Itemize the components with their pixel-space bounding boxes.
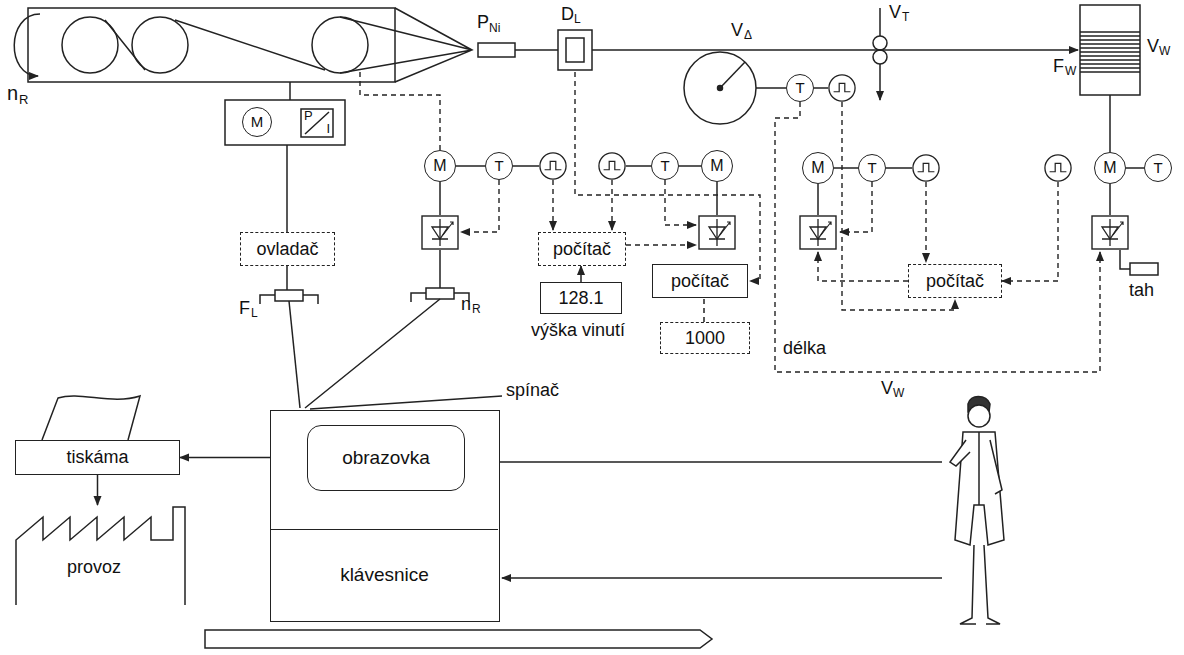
tacho-circle: T — [1144, 154, 1172, 182]
node-text: obrazovka — [342, 447, 430, 469]
symbol-letter: T — [494, 157, 503, 174]
signal-label: n — [460, 294, 472, 315]
factory-shape: provoz — [15, 505, 190, 605]
computer-box: počítač — [652, 264, 748, 298]
screen-box: obrazovka — [307, 425, 465, 491]
node-text: 1000 — [685, 328, 725, 349]
tacho-circle: T — [651, 152, 679, 180]
printer-box: tiskáma — [15, 440, 180, 475]
signal-label: V — [888, 2, 902, 23]
signal-label: V — [880, 378, 894, 399]
tacho-circle: T — [786, 74, 814, 102]
subscript-label: Ni — [488, 22, 501, 36]
symbol-letter: T — [660, 157, 669, 174]
node-text: P — [304, 109, 313, 124]
signal-label: spínač — [505, 380, 560, 401]
signal-label: F — [238, 298, 251, 319]
subscript-label: Δ — [743, 29, 753, 43]
node-text: I — [326, 122, 330, 137]
connector-line — [679, 165, 701, 167]
display-box: 128.1 — [540, 282, 622, 314]
display-box: 1000 — [660, 322, 750, 354]
factory-outline — [15, 505, 190, 605]
node-text: počítač — [671, 271, 729, 292]
connector-line — [703, 298, 705, 322]
subscript-label: L — [573, 13, 582, 27]
symbol-letter: M — [433, 157, 446, 175]
terminal-box: obrazovka klávesnice — [270, 410, 500, 622]
motor-circle: M — [1094, 152, 1126, 184]
motor-circle: M — [701, 150, 733, 182]
signal-label: výška vinutí — [530, 320, 626, 341]
symbol-letter: T — [795, 79, 804, 96]
pi-controller-box: PI — [300, 108, 334, 138]
signal-label: tah — [1128, 280, 1155, 301]
signal-label: n — [6, 82, 19, 105]
keyboard-area: klávesnice — [271, 529, 498, 620]
signal-label: V — [1146, 36, 1160, 57]
node-text: počítač — [926, 271, 984, 292]
connector-line — [580, 266, 582, 282]
subscript-label: R — [18, 93, 29, 108]
symbol-letter: M — [1103, 159, 1116, 177]
signal-label: P — [476, 12, 490, 33]
symbol-letter: T — [1153, 159, 1162, 176]
signal-label: V — [730, 20, 744, 41]
motor-circle: M — [802, 152, 834, 184]
subscript-label: W — [1158, 45, 1171, 59]
subscript-label: W — [1064, 65, 1077, 79]
symbol-letter: M — [251, 113, 264, 130]
subscript-label: R — [471, 303, 482, 317]
node-text: počítač — [553, 239, 611, 260]
signal-label: F — [1052, 56, 1065, 77]
node-text: tiskáma — [66, 447, 128, 468]
signal-label: D — [560, 4, 575, 25]
motor-circle: M — [242, 107, 272, 137]
node-text: klávesnice — [340, 564, 429, 586]
connector-line — [180, 457, 270, 459]
computer-box: počítač — [908, 264, 1002, 298]
symbol-letter: T — [867, 159, 876, 176]
motor-circle: M — [424, 150, 456, 182]
subscript-label: T — [901, 11, 910, 25]
subscript-label: W — [892, 387, 905, 401]
signal-label: délka — [782, 338, 827, 359]
node-text: ovladač — [256, 239, 318, 260]
tacho-circle: T — [858, 154, 886, 182]
symbol-letter: M — [710, 157, 723, 175]
computer-box: počítač — [538, 232, 626, 266]
subscript-label: L — [250, 307, 259, 321]
node-text: provoz — [15, 557, 173, 578]
connector-line — [97, 475, 99, 505]
controller-box: ovladač — [240, 232, 335, 266]
tacho-circle: T — [485, 152, 513, 180]
symbol-letter: M — [811, 159, 824, 177]
node-text: 128.1 — [558, 288, 603, 309]
connector-line — [834, 167, 858, 169]
connector-line — [1126, 167, 1144, 169]
connector-line — [456, 165, 485, 167]
